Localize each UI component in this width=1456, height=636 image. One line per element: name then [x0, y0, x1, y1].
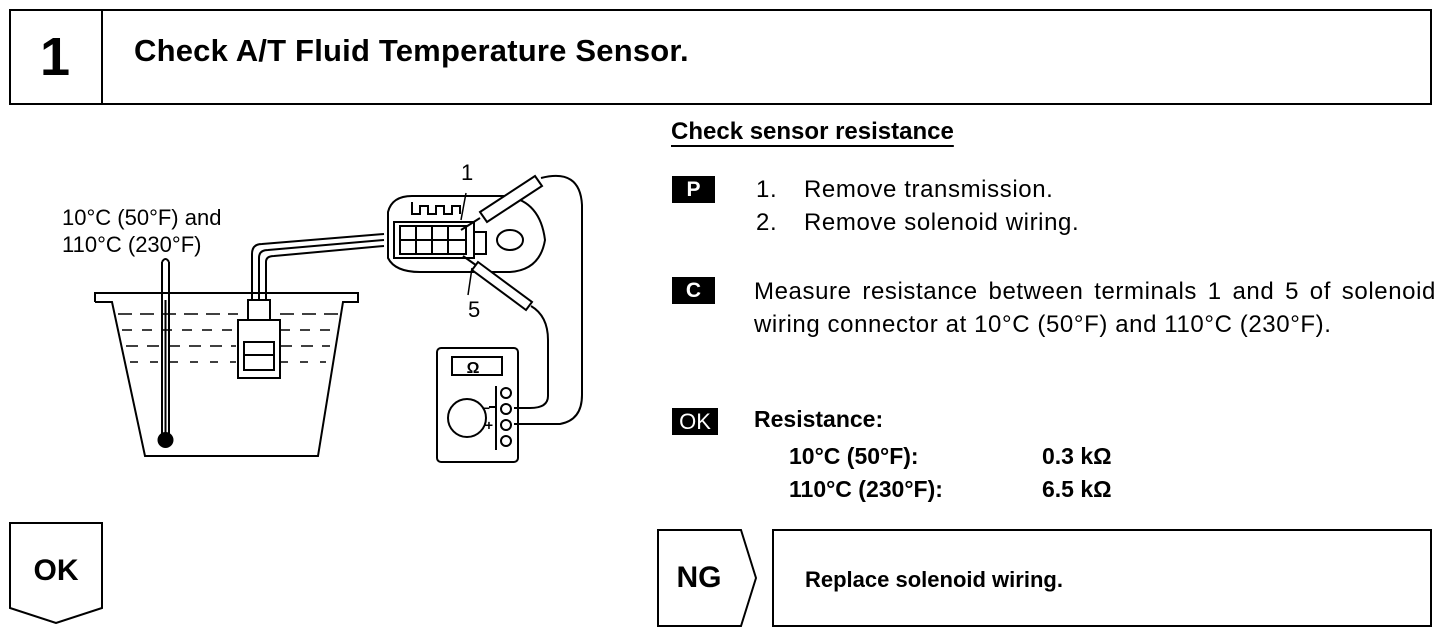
table-row: 110°C (230°F): 6.5 kΩ	[789, 473, 1112, 506]
prep-steps: 1. Remove transmission. 2. Remove soleno…	[756, 174, 1079, 239]
section-heading: Check sensor resistance	[671, 118, 954, 145]
prep-badge: P	[672, 176, 715, 203]
spec-value: 6.5 kΩ	[1042, 476, 1112, 502]
check-badge: C	[672, 277, 715, 304]
fluid-container	[94, 292, 359, 457]
fluid-lines	[118, 313, 338, 363]
check-instruction: Measure resistance between terminals 1 a…	[754, 278, 1436, 338]
temp-label-line-2: 110°C (230°F)	[62, 232, 202, 257]
thermometer-icon	[157, 258, 174, 448]
spec-condition: 110°C (230°F):	[789, 476, 943, 502]
step-num: 1.	[756, 176, 778, 203]
probe-5	[462, 255, 549, 409]
spec-condition: 10°C (50°F):	[789, 443, 919, 469]
sensor-icon	[237, 299, 281, 379]
terminal-1-label: 1	[461, 160, 474, 185]
list-item: 1. Remove transmission.	[756, 174, 1079, 207]
step-num: 2.	[756, 208, 778, 236]
solenoid-wiring	[251, 233, 385, 300]
wiring-connector	[387, 195, 547, 273]
step-title: Check A/T Fluid Temperature Sensor.	[134, 33, 689, 68]
ng-action-box	[772, 529, 1432, 627]
ok-arrow-label: OK	[33, 554, 79, 587]
temp-label-line-1: 10°C (50°F) and	[62, 205, 222, 230]
probe-1	[460, 174, 583, 425]
meter-omega-symbol: Ω	[467, 360, 480, 377]
meter-minus-label: −	[482, 400, 490, 416]
spec-value: 0.3 kΩ	[1042, 443, 1112, 469]
ng-arrow-shape	[657, 529, 757, 627]
ohmmeter-icon	[436, 347, 519, 463]
ok-badge: OK	[672, 408, 718, 435]
resistance-spec-table: 10°C (50°F): 0.3 kΩ 110°C (230°F): 6.5 k…	[789, 440, 1112, 506]
meter-plus-label: +	[485, 417, 493, 433]
step-text: Remove transmission.	[804, 176, 1054, 203]
sensor-test-illustration: Ω − +	[94, 174, 583, 463]
step-number: 1	[9, 9, 103, 105]
ok-arrow-shape	[9, 522, 103, 624]
ng-arrow-label: NG	[676, 561, 722, 594]
ng-action-text: Replace solenoid wiring.	[805, 567, 1063, 592]
resistance-label: Resistance:	[754, 406, 884, 432]
step-text: Remove solenoid wiring.	[804, 208, 1080, 236]
header-box	[9, 9, 1432, 105]
terminal-5-label: 5	[468, 297, 481, 322]
table-row: 10°C (50°F): 0.3 kΩ	[789, 440, 1112, 473]
list-item: 2. Remove solenoid wiring.	[756, 207, 1079, 240]
